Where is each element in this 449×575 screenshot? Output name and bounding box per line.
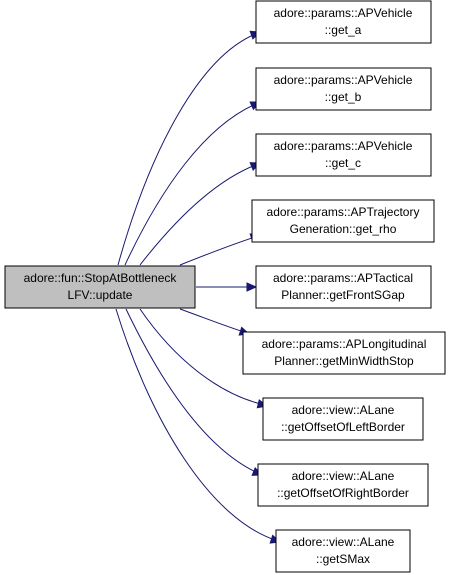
- node-get-rho[interactable]: adore::params::APTrajectory Generation::…: [251, 199, 435, 243]
- node-get-offset-of-left-border-label-line2: ::getOffsetOfLeftBorder: [281, 420, 405, 434]
- node-get-b-label-line2: ::get_b: [325, 90, 362, 104]
- node-get-rho-box: [251, 199, 435, 243]
- node-get-offset-of-right-border-label-line1: adore::view::ALane: [292, 469, 395, 483]
- node-get-a[interactable]: adore::params::APVehicle ::get_a: [255, 0, 432, 44]
- node-update-label-line1: adore::fun::StopAtBottleneck: [24, 271, 178, 285]
- edge-update-to-getOffsetOfRightBorder: [125, 308, 261, 475]
- node-get-a-label-line2: ::get_a: [325, 23, 362, 37]
- node-get-offset-of-left-border-label-line1: adore::view::ALane: [292, 403, 395, 417]
- edge-update-to-get_c: [139, 163, 259, 266]
- edge-update-to-get_a: [117, 32, 259, 266]
- node-get-c-label-line2: ::get_c: [325, 156, 361, 170]
- node-get-offset-of-right-border-box: [257, 463, 429, 507]
- node-get-front-s-gap-label-line1: adore::params::APTactical: [273, 271, 413, 285]
- arrowhead-getFrontSGap: [246, 282, 258, 292]
- node-get-offset-of-right-border[interactable]: adore::view::ALane ::getOffsetOfRightBor…: [257, 463, 429, 507]
- node-update[interactable]: adore::fun::StopAtBottleneck LFV::update: [4, 265, 196, 309]
- node-get-b-label-line1: adore::params::APVehicle: [274, 73, 413, 87]
- node-get-rho-label-line1: adore::params::APTrajectory: [267, 205, 420, 219]
- node-get-front-s-gap[interactable]: adore::params::APTactical Planner::getFr…: [255, 265, 432, 309]
- node-get-c[interactable]: adore::params::APVehicle ::get_c: [255, 133, 432, 177]
- node-get-front-s-gap-box: [255, 265, 432, 309]
- node-get-min-width-stop-box: [242, 331, 446, 375]
- node-get-min-width-stop-label-line1: adore::params::APLongitudinal: [262, 337, 427, 351]
- node-get-front-s-gap-label-line2: Planner::getFrontSGap: [281, 288, 405, 302]
- node-get-b[interactable]: adore::params::APVehicle ::get_b: [255, 67, 432, 111]
- node-get-a-box: [255, 0, 432, 44]
- call-nodes: adore::fun::StopAtBottleneck LFV::update…: [4, 0, 446, 573]
- node-get-c-label-line1: adore::params::APVehicle: [274, 139, 413, 153]
- node-get-s-max-label-line2: ::getSMax: [316, 552, 370, 566]
- node-get-b-box: [255, 67, 432, 111]
- edge-update-to-getOffsetOfLeftBorder: [139, 308, 266, 406]
- node-update-label-line2: LFV::update: [68, 288, 133, 302]
- node-get-s-max-box: [275, 529, 411, 573]
- node-get-offset-of-right-border-label-line2: ::getOffsetOfRightBorder: [277, 486, 409, 500]
- node-get-min-width-stop-label-line2: Planner::getMinWidthStop: [274, 354, 414, 368]
- edge-update-to-get_rho: [179, 235, 259, 266]
- node-get-c-box: [255, 133, 432, 177]
- node-get-s-max-label-line1: adore::view::ALane: [292, 535, 395, 549]
- node-get-rho-label-line2: Generation::get_rho: [290, 222, 397, 236]
- edge-update-to-get_b: [124, 102, 259, 266]
- node-get-offset-of-left-border-box: [262, 397, 424, 441]
- node-get-a-label-line1: adore::params::APVehicle: [274, 6, 413, 20]
- edge-update-to-getSMax: [115, 308, 279, 542]
- edge-update-to-getMinWidthStop: [179, 308, 248, 334]
- node-get-min-width-stop[interactable]: adore::params::APLongitudinal Planner::g…: [242, 331, 446, 375]
- node-get-offset-of-left-border[interactable]: adore::view::ALane ::getOffsetOfLeftBord…: [262, 397, 424, 441]
- node-get-s-max[interactable]: adore::view::ALane ::getSMax: [275, 529, 411, 573]
- node-update-box: [4, 265, 196, 309]
